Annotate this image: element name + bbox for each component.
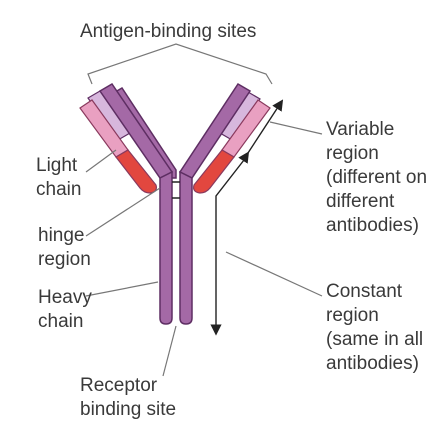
constant-region-leader [225, 251, 323, 297]
heavy-chain-left-stem [159, 170, 173, 325]
receptor-binding-site-label: Receptor binding site [80, 375, 177, 420]
heavy-chain-leader [85, 281, 159, 297]
light-chain-leader [85, 149, 117, 173]
variable-region-leader [269, 121, 323, 135]
antigen-binding-bracket [87, 43, 273, 85]
variable-region-label: Variable region (different on different … [326, 119, 428, 236]
receptor-binding-leader [162, 325, 177, 377]
light-chain-left-constant [115, 149, 157, 194]
variable-region-arrow [238, 99, 284, 164]
hinge-region-label: hinge region [38, 225, 91, 270]
antigen-binding-sites-label: Antigen-binding sites [80, 21, 257, 42]
heavy-chain-right-stem [179, 170, 193, 325]
constant-region-arrow [210, 159, 245, 336]
constant-region-label: Constant region (same in all antibodies) [326, 281, 424, 374]
hinge-region-leader [85, 187, 161, 237]
light-chain-label: Light chain [36, 155, 82, 200]
light-chain-right-constant [193, 149, 235, 194]
heavy-chain-label: Heavy chain [38, 287, 92, 332]
